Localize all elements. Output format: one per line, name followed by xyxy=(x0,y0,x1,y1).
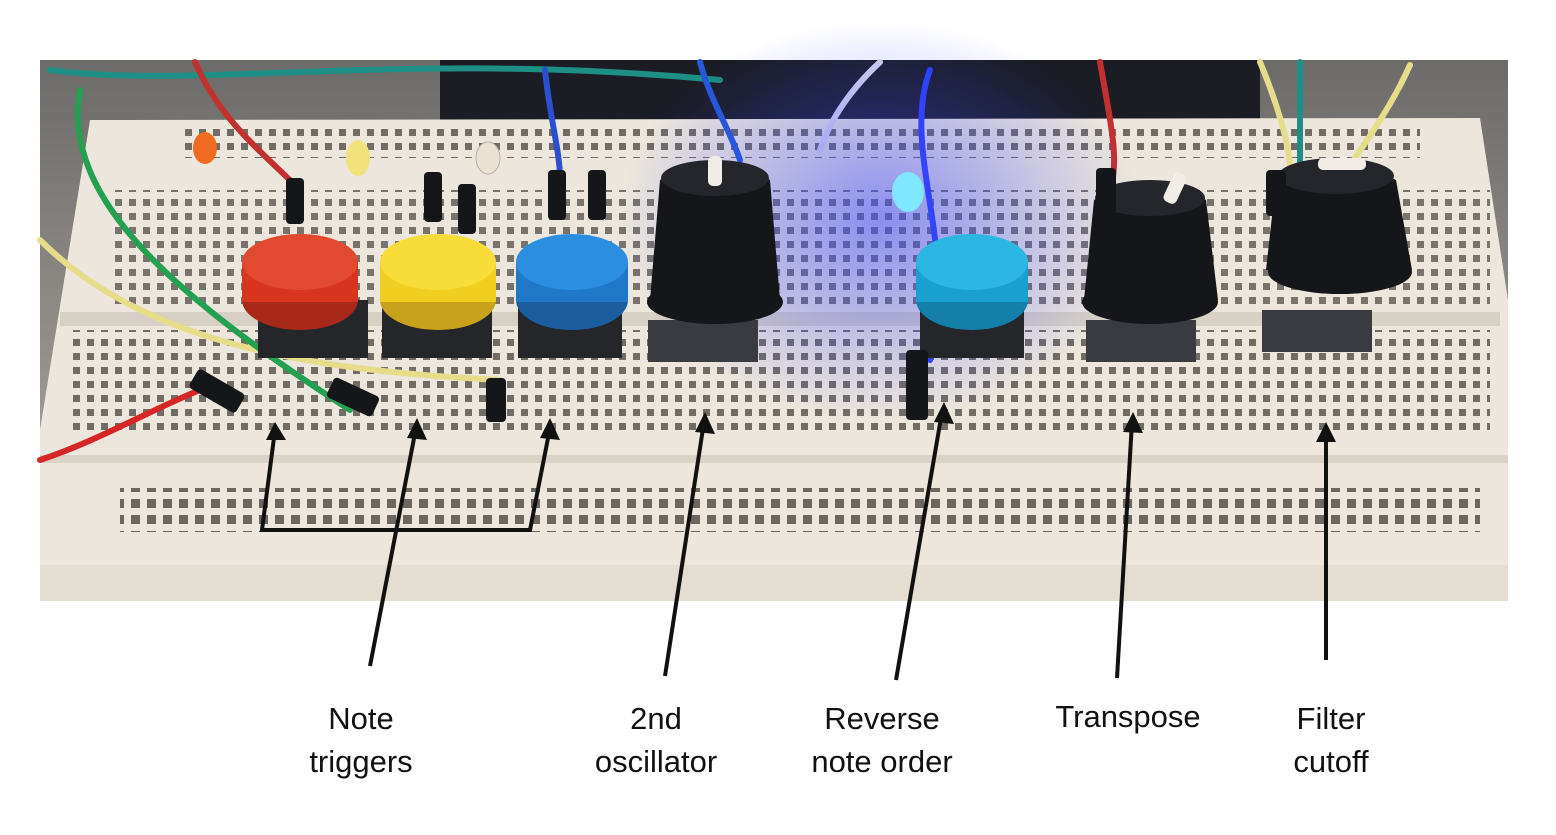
label-2nd-oscillator-line2: oscillator xyxy=(594,744,718,779)
label-reverse-note-order-line2: note order xyxy=(811,744,953,779)
board-bottom-lip xyxy=(40,565,1508,601)
push-buttons xyxy=(242,234,1028,358)
leds xyxy=(193,132,924,212)
label-transpose-line1: Transpose xyxy=(1055,699,1201,734)
clear-led-icon xyxy=(475,141,501,175)
label-note-triggers-line2: triggers xyxy=(309,744,413,779)
knobs xyxy=(647,156,1412,362)
connectors xyxy=(189,168,1286,422)
arrow-heads xyxy=(266,402,1336,442)
red-led-icon xyxy=(193,132,217,164)
label-2nd-oscillator-line1: 2nd xyxy=(630,701,682,736)
label-filter-cutoff: Filter cutoff xyxy=(1251,697,1411,783)
yellow-led-icon xyxy=(346,140,370,176)
label-note-triggers-line1: Note xyxy=(328,701,394,736)
label-note-triggers: Note triggers xyxy=(281,697,441,783)
label-filter-cutoff-line2: cutoff xyxy=(1293,744,1369,779)
power-rail-holes xyxy=(120,488,1480,532)
annotation-arrows xyxy=(259,411,1328,681)
blue-led-icon xyxy=(892,172,924,212)
label-reverse-note-order-line1: Reverse xyxy=(824,701,940,736)
label-reverse-note-order: Reverse note order xyxy=(782,697,982,783)
label-filter-cutoff-line1: Filter xyxy=(1296,701,1366,736)
label-2nd-oscillator: 2nd oscillator xyxy=(566,697,746,783)
board-edge xyxy=(40,455,1508,463)
black-knob-icon xyxy=(650,165,780,300)
label-transpose: Transpose xyxy=(1028,695,1228,738)
